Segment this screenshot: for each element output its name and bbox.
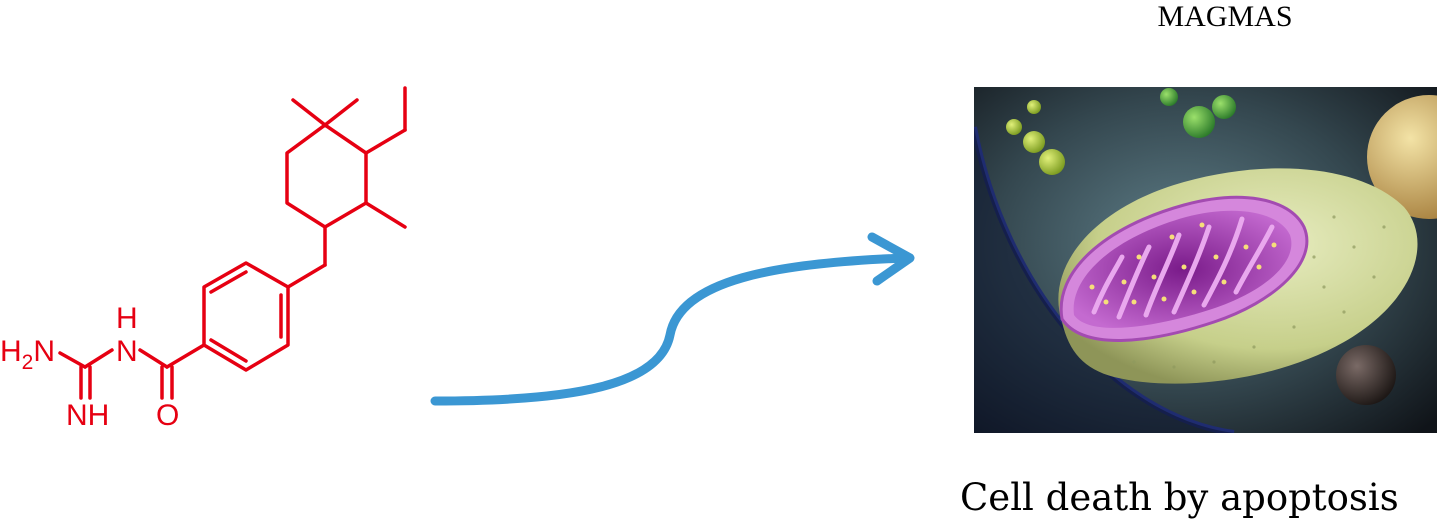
imine-label: NH (66, 399, 109, 432)
crista (1143, 232, 1182, 318)
aromatic-double-bond (209, 338, 248, 363)
arrow-shaft (430, 253, 910, 406)
vesicle (1039, 149, 1065, 175)
crista (1116, 244, 1152, 320)
methyl-bond (323, 98, 359, 127)
guanidine-bond (58, 351, 87, 369)
vesicle (1336, 345, 1396, 405)
vesicle (1027, 100, 1041, 114)
crista (1233, 224, 1275, 295)
vesicle (1212, 95, 1236, 119)
vesicle (1367, 95, 1437, 219)
amine-label: H2N (0, 335, 55, 374)
amide-h-label: H (116, 302, 138, 335)
crista (1201, 216, 1245, 308)
amide-bond (83, 348, 114, 369)
methyl-bond (364, 201, 407, 229)
aromatic-double-bond (209, 270, 248, 294)
curved-arrow (430, 232, 915, 406)
vesicle (1160, 88, 1178, 106)
crista (1091, 254, 1125, 315)
mitochondrion-illustration (974, 87, 1437, 433)
target-title: MAGMAS (1157, 0, 1293, 33)
linker-bond (286, 263, 327, 289)
caption: Cell death by apoptosis (960, 476, 1399, 519)
ring-carbonyl-bond (165, 343, 206, 369)
arrow-head (867, 232, 915, 286)
amide-n-label: N (116, 335, 138, 368)
chemical-structure: H2N H N NH O (0, 86, 407, 432)
amide-bond (138, 348, 169, 369)
vesicle (1183, 106, 1215, 138)
carbonyl-o-label: O (156, 399, 179, 432)
crista (1171, 224, 1212, 315)
benzene-ring (202, 261, 290, 372)
ethyl-bond (364, 128, 407, 155)
vesicle (1023, 131, 1045, 153)
methyl-bond (291, 98, 327, 127)
vesicle (1006, 119, 1022, 135)
cyclohexane-ring (285, 123, 368, 229)
